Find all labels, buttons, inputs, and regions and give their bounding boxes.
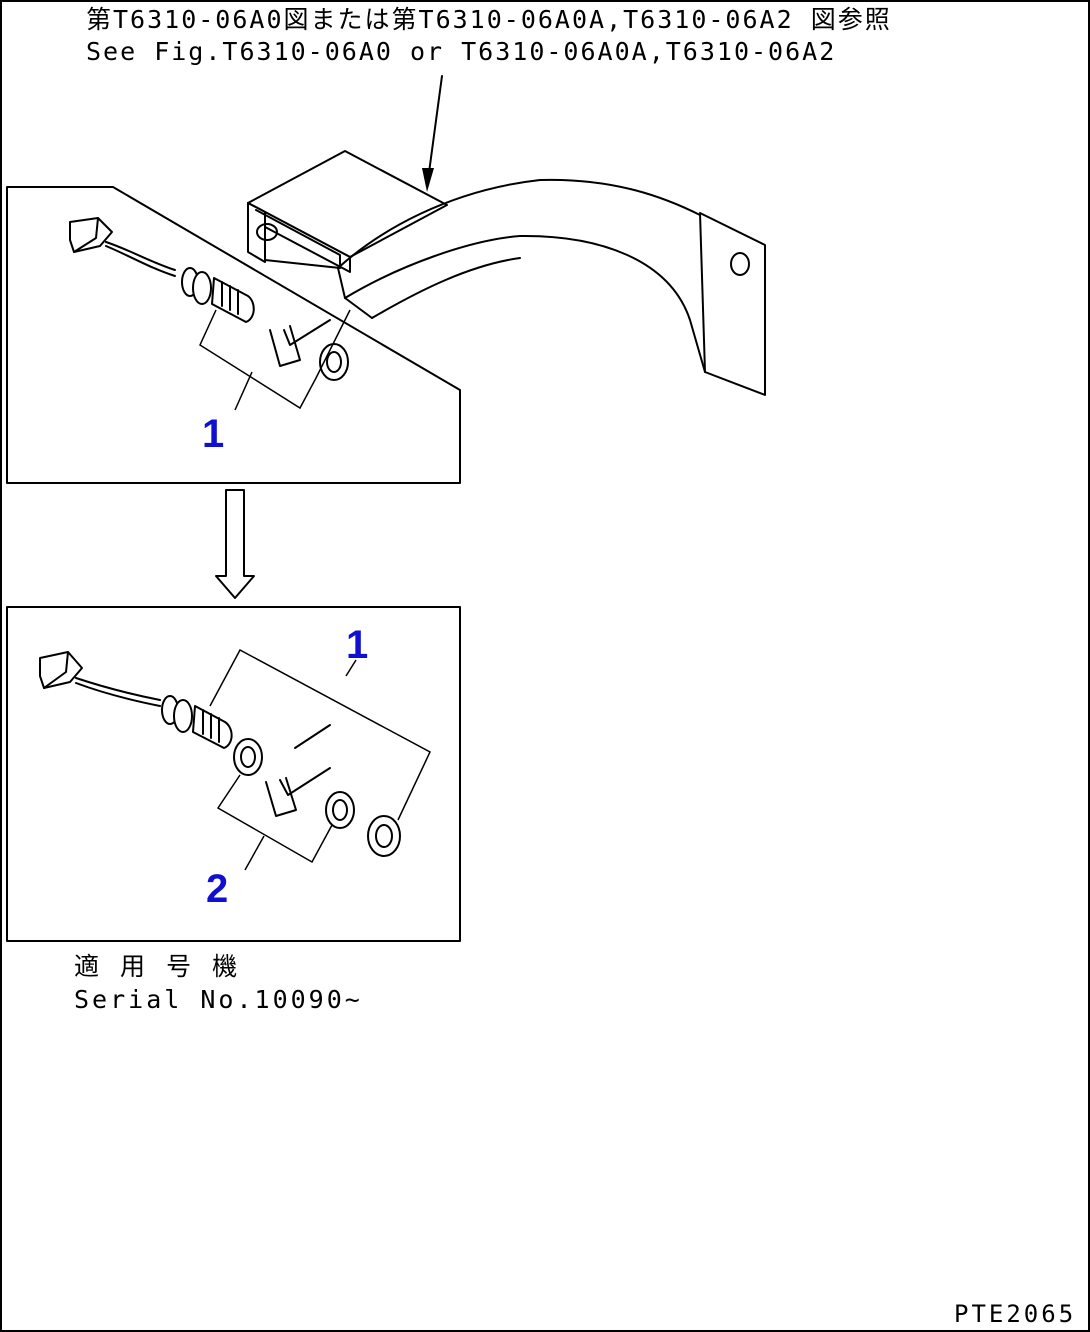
- reference-text-jp: 第T6310-06A0図または第T6310-06A0A,T6310-06A2 図…: [86, 5, 892, 34]
- lower-sensor-assembly: [39, 648, 431, 871]
- upper-sensor-assembly: [69, 217, 351, 411]
- callout-item-1-lower: 1: [346, 623, 368, 667]
- callout-item-2-lower: 2: [206, 867, 228, 911]
- figure-code: PTE2065: [954, 1300, 1076, 1328]
- reference-pointer-arrow: [422, 75, 443, 192]
- fender-bracket: [247, 150, 766, 396]
- upper-detail-panel: [6, 186, 461, 484]
- applicability-label: 適 用 号 機: [74, 952, 240, 981]
- callout-item-1-upper: 1: [202, 412, 224, 456]
- serial-number: Serial No.10090~: [74, 985, 363, 1014]
- change-arrow: [215, 489, 255, 599]
- reference-text-en: See Fig.T6310-06A0 or T6310-06A0A,T6310-…: [86, 37, 836, 66]
- lower-detail-panel: [6, 606, 461, 942]
